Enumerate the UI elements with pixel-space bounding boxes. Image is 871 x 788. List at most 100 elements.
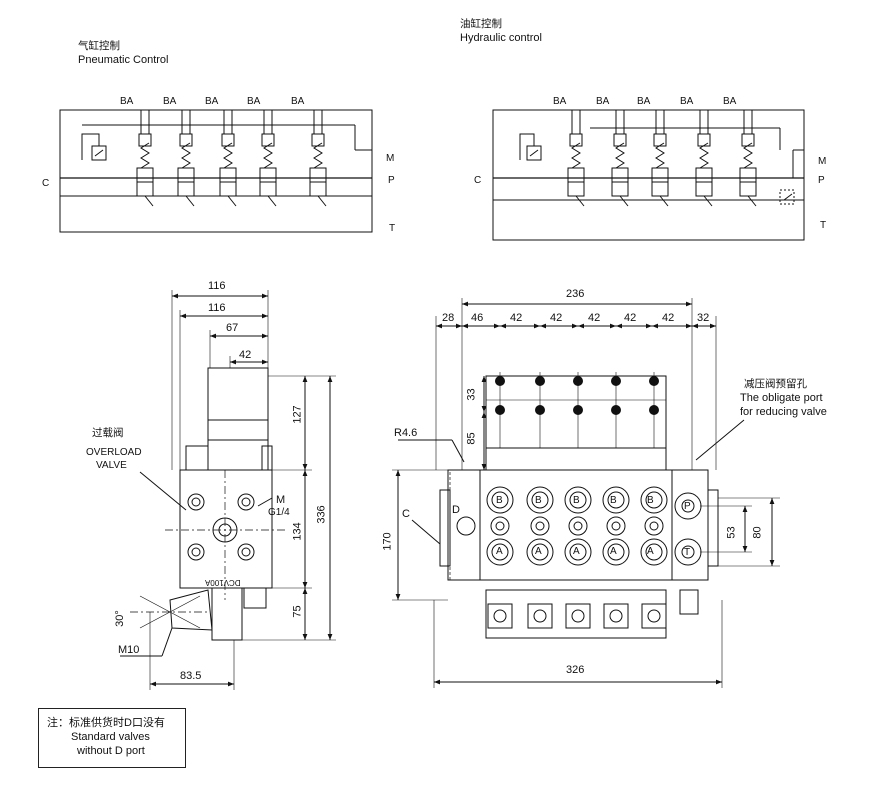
relief-note-en-1: The obligate port bbox=[740, 392, 823, 404]
overload-cn: 过载阀 bbox=[92, 427, 124, 439]
front-port-t: T bbox=[684, 547, 691, 558]
dim-33: 33 bbox=[465, 388, 478, 401]
overload-en-2: VALVE bbox=[96, 460, 127, 471]
spool-b-4: B bbox=[610, 495, 617, 506]
dim-m10: M10 bbox=[118, 644, 140, 656]
port-b bbox=[640, 486, 668, 514]
port-a bbox=[486, 538, 514, 566]
pn-section-1 bbox=[136, 110, 154, 207]
front-letter-c: C bbox=[402, 508, 410, 520]
dim-75: 75 bbox=[291, 605, 304, 618]
dim-116-a: 116 bbox=[208, 280, 226, 292]
spool-b-1: B bbox=[496, 495, 503, 506]
dim-28: 28 bbox=[442, 312, 455, 324]
note-line-2: Standard valves bbox=[71, 731, 150, 743]
port-a bbox=[640, 538, 668, 566]
dim-80: 80 bbox=[751, 526, 764, 539]
spool-b-5: B bbox=[647, 495, 654, 506]
hy-port-p: P bbox=[818, 175, 825, 186]
spool-bore bbox=[568, 516, 588, 536]
front-view bbox=[392, 298, 780, 688]
hy-port-ba-5: BA bbox=[723, 96, 737, 107]
dim-67: 67 bbox=[226, 322, 239, 334]
spool-bore bbox=[530, 516, 550, 536]
port-b bbox=[486, 486, 514, 514]
dim-r4-6: R4.6 bbox=[394, 427, 418, 439]
spool-a-1: A bbox=[496, 546, 503, 557]
dim-42-3: 42 bbox=[588, 312, 601, 324]
dim-83-5: 83.5 bbox=[180, 670, 202, 682]
dim-42-2: 42 bbox=[550, 312, 563, 324]
front-port-p: P bbox=[684, 501, 691, 512]
pneumatic-schematic bbox=[59, 109, 373, 233]
dim-326: 326 bbox=[566, 664, 585, 676]
spool-a-4: A bbox=[610, 546, 617, 557]
pn-port-t: T bbox=[389, 223, 396, 234]
spool-a-2: A bbox=[535, 546, 542, 557]
pn-port-c: C bbox=[42, 178, 50, 189]
spool-bore bbox=[490, 516, 510, 536]
hy-section-2 bbox=[611, 110, 629, 207]
dim-30-deg: 30° bbox=[113, 610, 126, 627]
hy-port-c: C bbox=[474, 175, 482, 186]
spool-a-3: A bbox=[573, 546, 580, 557]
dim-134: 134 bbox=[291, 522, 304, 541]
front-section-1 bbox=[486, 372, 514, 629]
hy-port-ba-1: BA bbox=[553, 96, 567, 107]
spool-b-2: B bbox=[535, 495, 542, 506]
pn-port-m: M bbox=[386, 153, 395, 164]
note-line-3: without D port bbox=[77, 745, 145, 757]
spool-cap bbox=[527, 603, 553, 629]
dim-42-side: 42 bbox=[239, 349, 252, 361]
pneumatic-title-cn: 气缸控制 bbox=[78, 40, 120, 52]
port-b bbox=[602, 486, 630, 514]
port-a bbox=[564, 538, 592, 566]
dim-42-1: 42 bbox=[510, 312, 523, 324]
spool-cap bbox=[487, 603, 513, 629]
port-b bbox=[526, 486, 554, 514]
dim-42-5: 42 bbox=[662, 312, 675, 324]
hydraulic-title-cn: 油缸控制 bbox=[460, 18, 502, 30]
housing-text: DCV100A bbox=[205, 578, 241, 587]
pn-section-3 bbox=[219, 110, 237, 207]
pn-port-ba-1: BA bbox=[120, 96, 134, 107]
pn-section-4 bbox=[259, 110, 277, 207]
dim-236: 236 bbox=[566, 288, 585, 300]
pn-port-p: P bbox=[388, 175, 395, 186]
hy-port-ba-4: BA bbox=[680, 96, 694, 107]
spool-b-3: B bbox=[573, 495, 580, 506]
pn-port-ba-5: BA bbox=[291, 96, 305, 107]
dim-32: 32 bbox=[697, 312, 710, 324]
hy-port-ba-3: BA bbox=[637, 96, 651, 107]
side-view bbox=[120, 290, 336, 690]
hydraulic-title-en: Hydraulic control bbox=[460, 32, 542, 44]
port-a bbox=[526, 538, 554, 566]
port-a bbox=[602, 538, 630, 566]
dim-170: 170 bbox=[381, 532, 394, 551]
hy-port-ba-2: BA bbox=[596, 96, 610, 107]
spool-cap bbox=[603, 603, 629, 629]
dim-116-b: 116 bbox=[208, 302, 226, 314]
dim-42-4: 42 bbox=[624, 312, 637, 324]
relief-note-cn: 减压阀预留孔 bbox=[744, 378, 807, 390]
hy-section-1 bbox=[567, 110, 585, 207]
front-section-2 bbox=[526, 372, 554, 629]
spool-bore bbox=[606, 516, 626, 536]
pn-section-2 bbox=[177, 110, 195, 207]
pn-port-ba-3: BA bbox=[205, 96, 219, 107]
relief-note-en-2: for reducing valve bbox=[740, 406, 827, 418]
pn-port-ba-4: BA bbox=[247, 96, 261, 107]
hy-port-t: T bbox=[820, 220, 827, 231]
hy-section-5 bbox=[739, 110, 757, 207]
dim-53: 53 bbox=[725, 526, 738, 539]
front-section-5 bbox=[640, 372, 668, 629]
pn-section-5 bbox=[309, 110, 327, 207]
hy-section-4 bbox=[695, 110, 713, 207]
note-line-1: 注：标准供货时D口没有 bbox=[47, 717, 165, 729]
hy-port-m: M bbox=[818, 156, 827, 167]
spool-bore bbox=[644, 516, 664, 536]
dim-127: 127 bbox=[291, 405, 304, 424]
pn-port-ba-2: BA bbox=[163, 96, 177, 107]
pneumatic-title-en: Pneumatic Control bbox=[78, 54, 169, 66]
